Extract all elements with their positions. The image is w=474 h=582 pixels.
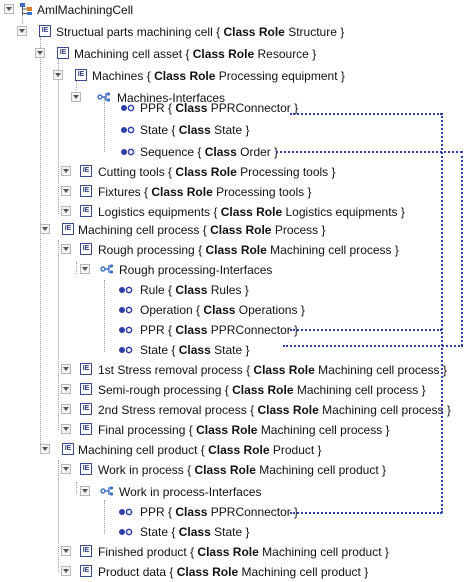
ppr-link-line bbox=[441, 113, 443, 513]
tree-line bbox=[104, 500, 105, 534]
node-label: Work in process { Class Role Machining c… bbox=[98, 463, 387, 477]
tree-line bbox=[40, 32, 41, 452]
internal-element-icon: IE bbox=[57, 47, 69, 59]
external-interface-icon bbox=[119, 286, 133, 294]
node-label: Finished product { Class Role Machining … bbox=[98, 545, 389, 559]
external-interface-icon bbox=[121, 104, 135, 112]
node-label: 1st Stress removal process { Class Role … bbox=[98, 363, 447, 377]
internal-element-icon: IE bbox=[80, 243, 92, 255]
expand-arrow-icon[interactable] bbox=[71, 92, 81, 102]
tree-line bbox=[76, 262, 77, 274]
tree-line bbox=[76, 482, 77, 494]
node-label: PPR { Class PPRConnector } bbox=[140, 101, 299, 115]
expand-arrow-icon[interactable] bbox=[61, 546, 71, 556]
expand-arrow-icon[interactable] bbox=[61, 464, 71, 474]
expand-arrow-icon[interactable] bbox=[40, 224, 50, 234]
node-label: Machining cell product { Class Role Prod… bbox=[78, 443, 322, 457]
expand-arrow-icon[interactable] bbox=[61, 166, 71, 176]
node-label: Work in process-Interfaces bbox=[119, 485, 262, 499]
expand-arrow-icon[interactable] bbox=[61, 364, 71, 374]
expand-arrow-icon[interactable] bbox=[61, 566, 71, 576]
tree-line bbox=[76, 78, 77, 90]
internal-element-icon: IE bbox=[80, 403, 92, 415]
node-label: 2nd Stress removal process { Class Role … bbox=[98, 403, 451, 417]
tree-line bbox=[58, 54, 59, 214]
ppr-link-line bbox=[290, 512, 442, 514]
node-label: Operation { Class Operations } bbox=[140, 303, 305, 317]
external-interface-icon bbox=[121, 148, 135, 156]
internal-element-icon: IE bbox=[75, 69, 87, 81]
internal-element-icon: IE bbox=[80, 423, 92, 435]
sequence-link-line bbox=[276, 151, 462, 153]
node-label: State { Class State } bbox=[140, 123, 250, 137]
ppr-link-line bbox=[290, 329, 442, 331]
tree-line bbox=[58, 240, 59, 430]
expand-arrow-icon[interactable] bbox=[17, 26, 27, 36]
node-label: Rule { Class Rules } bbox=[140, 283, 249, 297]
node-label: Fixtures { Class Role Processing tools } bbox=[98, 185, 312, 199]
expand-arrow-icon[interactable] bbox=[61, 206, 71, 216]
expand-arrow-icon[interactable] bbox=[61, 244, 71, 254]
root-label: AmlMachiningCell bbox=[37, 3, 134, 17]
node-label: Sequence { Class Order } bbox=[140, 145, 279, 159]
node-label: State { Class State } bbox=[140, 525, 250, 539]
node-label: Machines { Class Role Processing equipme… bbox=[92, 69, 345, 83]
expand-arrow-icon[interactable] bbox=[80, 264, 90, 274]
node-label: Logistics equipments { Class Role Logist… bbox=[98, 205, 405, 219]
sequence-link-line bbox=[461, 151, 463, 346]
interface-folder-icon bbox=[97, 92, 111, 102]
node-label: Machining cell process { Class Role Proc… bbox=[78, 223, 326, 237]
expand-arrow-icon[interactable] bbox=[61, 404, 71, 414]
internal-element-icon: IE bbox=[80, 205, 92, 217]
hierarchy-root-icon bbox=[20, 3, 32, 15]
external-interface-icon bbox=[119, 508, 133, 516]
internal-element-icon: IE bbox=[80, 463, 92, 475]
expand-arrow-icon[interactable] bbox=[35, 48, 45, 58]
node-label: Product data { Class Role Machining cell… bbox=[98, 565, 369, 579]
node-label: Rough processing-Interfaces bbox=[119, 263, 273, 277]
external-interface-icon bbox=[119, 306, 133, 314]
internal-element-icon: IE bbox=[80, 545, 92, 557]
external-interface-icon bbox=[121, 126, 135, 134]
tree-line bbox=[104, 98, 105, 152]
expand-arrow-icon[interactable] bbox=[61, 186, 71, 196]
node-label: Semi-rough processing { Class Role Machi… bbox=[98, 383, 426, 397]
internal-element-icon: IE bbox=[80, 185, 92, 197]
external-interface-icon bbox=[119, 346, 133, 354]
tree-line bbox=[58, 460, 59, 572]
internal-element-icon: IE bbox=[80, 165, 92, 177]
internal-element-icon: IE bbox=[80, 363, 92, 375]
internal-element-icon: IE bbox=[62, 223, 74, 235]
node-label: State { Class State } bbox=[140, 343, 250, 357]
node-label: Machines-Interfaces bbox=[117, 91, 226, 105]
node-label: Final processing { Class Role Machining … bbox=[98, 423, 390, 437]
node-label: Rough processing { Class Role Machining … bbox=[98, 243, 399, 257]
node-label: PPR { Class PPRConnector } bbox=[140, 323, 299, 337]
external-interface-icon bbox=[119, 326, 133, 334]
interface-folder-icon bbox=[100, 264, 114, 274]
node-label: Machining cell asset { Class Role Resour… bbox=[74, 47, 317, 61]
internal-element-icon: IE bbox=[39, 25, 51, 37]
tree-line bbox=[104, 280, 105, 352]
sequence-link-line bbox=[283, 345, 463, 347]
interface-folder-icon bbox=[100, 486, 114, 496]
node-label: Cutting tools { Class Role Processing to… bbox=[98, 165, 336, 179]
ppr-link-line bbox=[290, 113, 442, 115]
expand-arrow-icon[interactable] bbox=[80, 486, 90, 496]
tree-line bbox=[22, 14, 23, 24]
node-label: PPR { Class PPRConnector } bbox=[140, 505, 299, 519]
internal-element-icon: IE bbox=[80, 565, 92, 577]
expand-arrow-icon[interactable] bbox=[61, 384, 71, 394]
external-interface-icon bbox=[119, 528, 133, 536]
expand-arrow-icon[interactable] bbox=[61, 424, 71, 434]
expand-arrow-icon[interactable] bbox=[4, 4, 14, 14]
node-label: Structual parts machining cell { Class R… bbox=[56, 25, 345, 39]
expand-arrow-icon[interactable] bbox=[53, 70, 63, 80]
internal-element-icon: IE bbox=[80, 383, 92, 395]
internal-element-icon: IE bbox=[62, 443, 74, 455]
expand-arrow-icon[interactable] bbox=[40, 444, 50, 454]
